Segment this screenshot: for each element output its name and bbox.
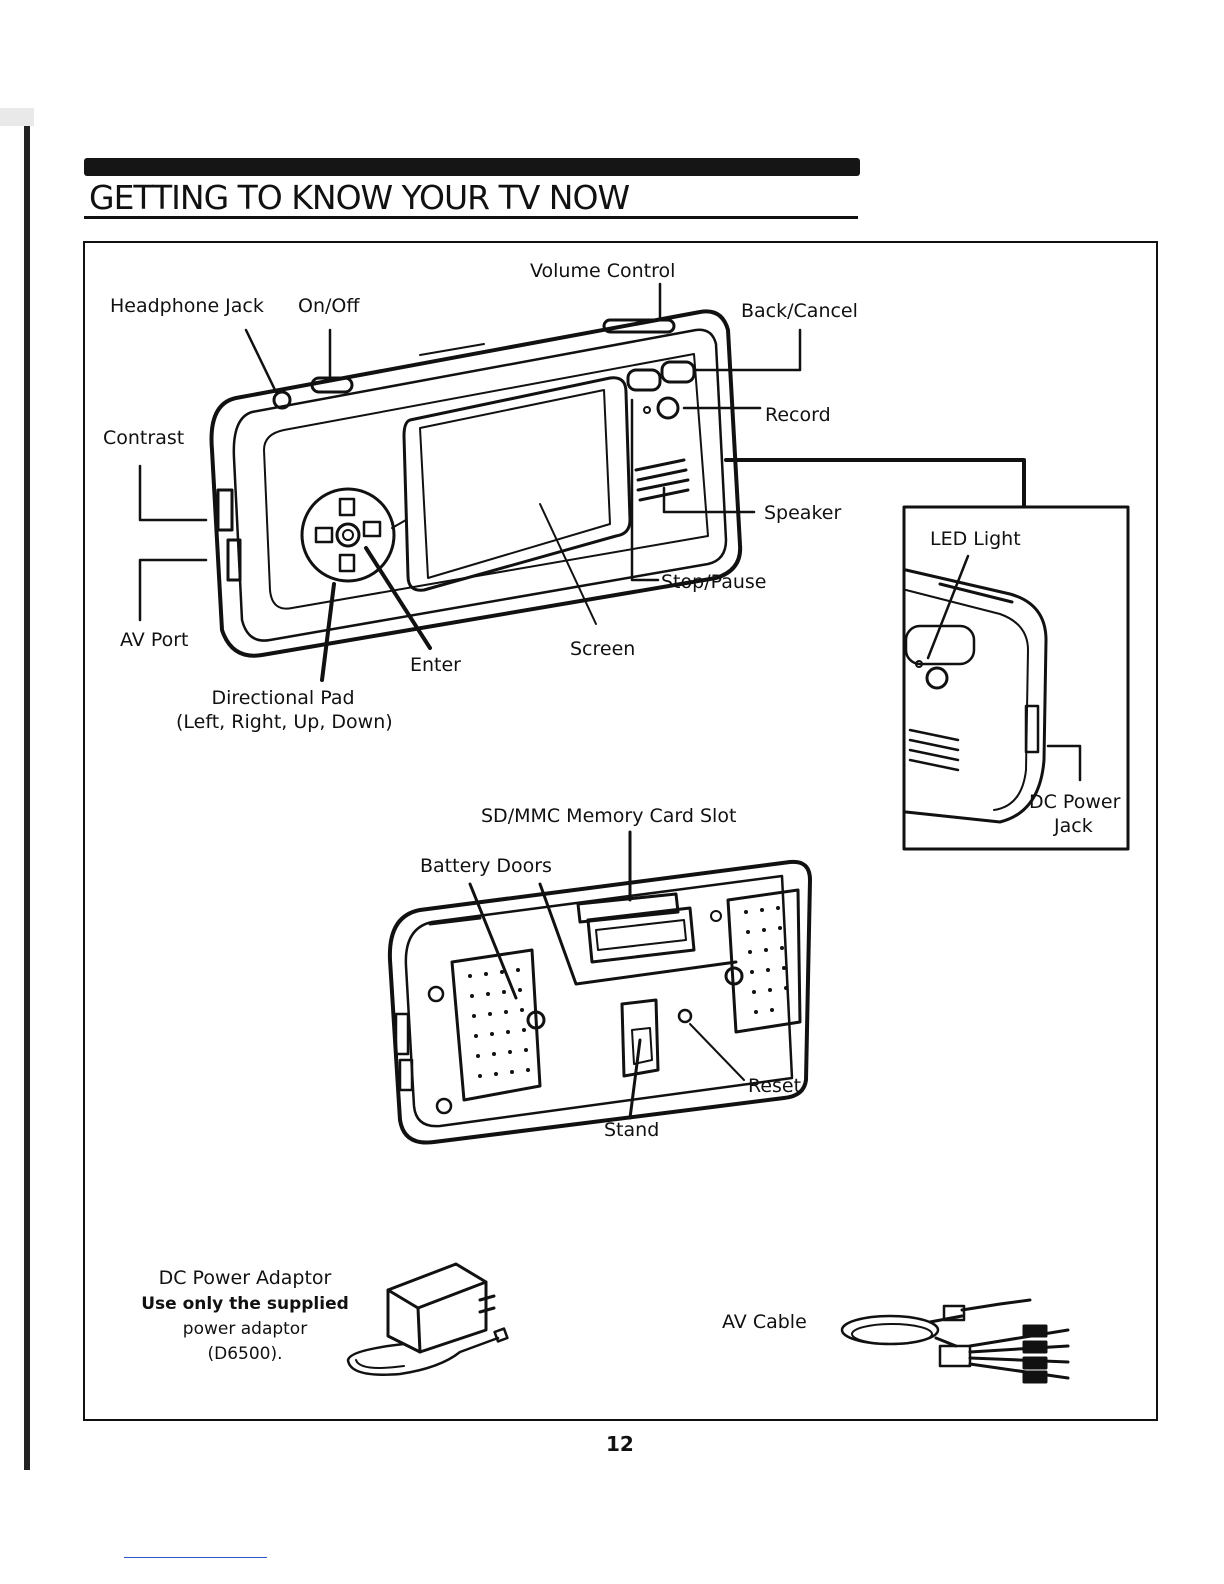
label-screen: Screen [570,638,636,660]
label-back-cancel: Back/Cancel [741,300,858,322]
record-button-icon [656,396,680,420]
led-record-icon [925,666,949,690]
label-stand: Stand [604,1119,660,1141]
battery-door-left [450,948,542,1102]
label-adaptor-note-2: power adaptor [182,1319,308,1339]
title-underline [84,216,858,219]
label-dc-power-jack: DC Power [1029,791,1121,813]
page-title: GETTING TO KNOW YOUR TV NOW [89,178,630,217]
label-contrast: Contrast [103,427,185,449]
label-headphone-jack: Headphone Jack [110,295,264,317]
memory-card-slot-icon [586,906,696,964]
front-device [209,309,743,658]
back-leader-lines [468,830,745,1120]
label-av-port: AV Port [120,629,189,651]
label-stop-pause: Stop/Pause [661,571,767,593]
label-volume-control: Volume Control [530,260,676,282]
battery-door-right [726,888,802,1034]
scan-edge [24,118,30,1470]
label-enter: Enter [410,654,461,676]
label-reset: Reset [748,1075,802,1097]
side-device [904,554,1082,824]
side-view-frame [902,505,1130,851]
label-directional-pad: Directional Pad [211,687,355,709]
scan-edge-shade [0,108,34,126]
back-device [387,859,812,1145]
directional-pad [300,487,396,583]
reset-button-icon [677,1008,693,1024]
label-speaker: Speaker [764,502,842,524]
label-adaptor-title: DC Power Adaptor [158,1267,332,1289]
power-adaptor-icon [346,1262,509,1376]
label-led-light: LED Light [930,528,1021,550]
label-memory-card-slot: SD/MMC Memory Card Slot [481,805,737,827]
label-adaptor-note-3: (D6500). [207,1344,283,1364]
header-bar [84,158,860,176]
label-dc-power-jack-line2: Jack [1054,815,1093,837]
front-leader-lines [138,282,1026,682]
label-directional-pad-detail: (Left, Right, Up, Down) [176,711,393,733]
label-adaptor-note-1: Use only the supplied [141,1294,349,1314]
bottom-rule [124,1557,267,1558]
speaker-grille-icon [634,458,690,502]
diagram-frame [83,241,1158,1421]
av-cable-icon [840,1298,1070,1384]
label-on-off: On/Off [298,295,360,317]
page-number: 12 [606,1432,634,1456]
label-av-cable: AV Cable [722,1311,807,1333]
stand-icon [620,998,660,1078]
enter-button-icon [335,522,361,548]
label-battery-doors: Battery Doors [420,855,552,877]
label-record: Record [765,404,831,426]
